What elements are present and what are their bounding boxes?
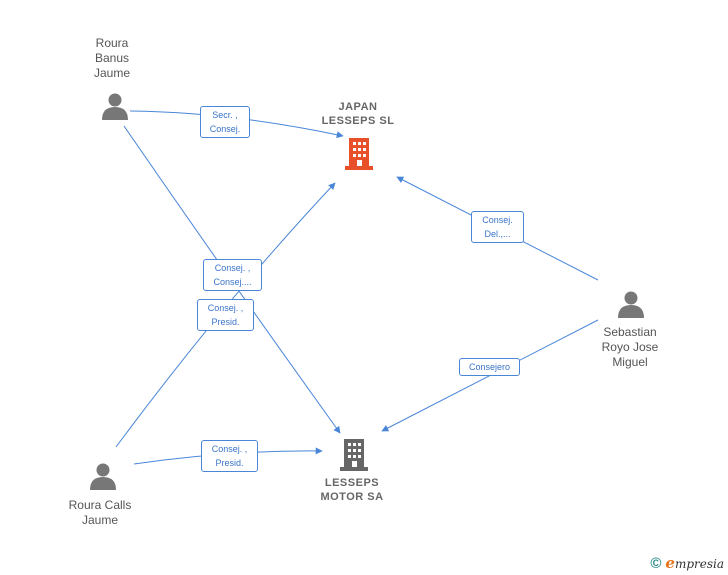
person-icon — [618, 291, 644, 318]
brand-initial: e — [665, 554, 675, 572]
person-icon — [90, 463, 116, 490]
company-label-japan-lesseps[interactable]: JAPAN LESSEPS SL — [321, 101, 395, 127]
copyright-symbol: © — [650, 554, 662, 572]
edge-label-roura-calls-lesseps-motor[interactable]: Consej. , Presid. — [201, 440, 258, 472]
footer: © empresia — [650, 554, 724, 572]
person-label-roura-calls[interactable]: Roura Calls Jaume — [68, 498, 132, 527]
edge-label-sebastian-japan[interactable]: Consej. Del.,... — [471, 211, 524, 243]
building-icon — [345, 138, 373, 170]
person-label-sebastian[interactable]: Sebastian Royo Jose Miguel — [601, 325, 659, 369]
company-label-lesseps-motor[interactable]: LESSEPS MOTOR SA — [320, 477, 384, 503]
edge-label-roura-banus-lesseps-motor[interactable]: Consej. , Consej.... — [203, 259, 262, 291]
empresia-logo[interactable]: empresia — [665, 554, 724, 572]
person-icon — [102, 93, 128, 120]
person-label-roura-banus[interactable]: Roura Banus Jaume — [93, 36, 131, 80]
edge-label-sebastian-lesseps-motor[interactable]: Consejero — [459, 358, 520, 376]
building-icon — [340, 439, 368, 471]
edge-label-roura-banus-japan[interactable]: Secr. , Consej. — [200, 106, 250, 138]
brand-rest: mpresia — [674, 557, 724, 571]
edge-label-roura-calls-japan[interactable]: Consej. , Presid. — [197, 299, 254, 331]
